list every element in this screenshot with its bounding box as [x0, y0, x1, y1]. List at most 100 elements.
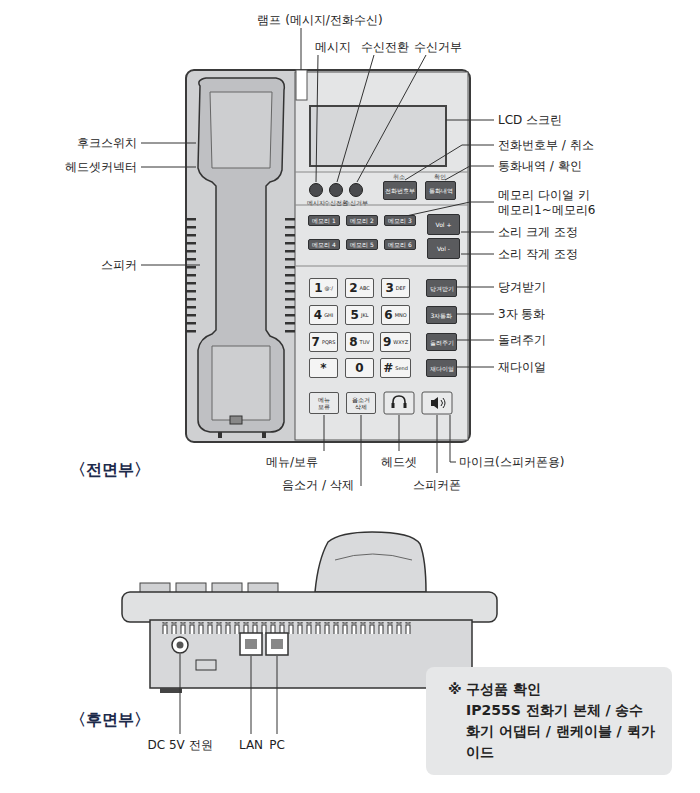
callout-label: 메모리1~메모리6 [498, 203, 595, 217]
keypad-key: 8TUV [345, 332, 374, 352]
phone-button: 돌려주기 [426, 333, 457, 351]
button-text: 메모리 4 [312, 241, 336, 248]
button-text: 음소거 [352, 396, 370, 403]
callout-label: 통화내역 / 확인 [498, 159, 582, 173]
phone-button: 통화내역 [425, 181, 456, 200]
button-text: 삭제 [355, 403, 367, 410]
callout-label: 확인 [434, 173, 446, 180]
callout-label: 돌려주기 [498, 333, 546, 347]
keypad-key: 1@:/ [309, 278, 338, 298]
callout-label: PC [269, 738, 285, 752]
button-text: 1 [314, 281, 322, 295]
callout-label: DC 5V 전원 [147, 738, 212, 752]
phone-button: 메모리 2 [346, 215, 378, 226]
button-text: 메모리 3 [388, 217, 412, 224]
button-text: 보류 [318, 403, 330, 410]
callout-label: LCD 스크린 [498, 113, 562, 127]
callout-label: 마이크(스피커폰용) [459, 455, 564, 469]
callout-label: 메모리 다이얼 키 [498, 188, 590, 202]
button-text: Vol + [436, 221, 452, 228]
view-heading: 〈후면부〉 [70, 710, 150, 730]
phone-button: 재다이얼 [426, 359, 457, 377]
contents-box: ※ 구성품 확인IP255S 전화기 본체 / 송수화기 어댑터 / 랜케이블 … [426, 667, 672, 775]
button-text: 9 [383, 335, 391, 349]
button-text: 0 [355, 361, 363, 375]
callout-label: 소리 크게 조정 [498, 225, 578, 239]
keypad-key: 6MNO [381, 305, 410, 325]
keypad-key: 9WXYZ [380, 332, 411, 352]
phone-button: Vol - [427, 238, 460, 259]
callout-label: 수신전환 [361, 40, 409, 54]
button-text: Send [395, 365, 408, 371]
button-text: 메모리 2 [350, 217, 374, 224]
callout-label: 헤드셋 [381, 455, 417, 469]
button-text: 2 [349, 281, 357, 295]
callout-label: 헤드셋커넥터 [65, 160, 137, 174]
callout-label: 램프 (메시지/전화수신) [257, 13, 382, 27]
button-text: 3자통화 [431, 312, 453, 319]
keypad-key: #Send [380, 358, 411, 378]
button-text: 전화번호부 [385, 187, 415, 194]
callout-label: LAN [239, 738, 263, 752]
button-text: 3 [385, 281, 393, 295]
callout-label: 수신거부 [344, 199, 368, 206]
callout-label: 수신거부 [414, 40, 462, 54]
callout-label: 후크스위치 [77, 136, 137, 150]
button-text: GHI [324, 312, 333, 318]
button-text: 메뉴 [318, 396, 330, 403]
button-text: 당겨받기 [430, 285, 454, 292]
callout-label: 스피커폰 [413, 478, 461, 492]
phone-button: 메모리 5 [346, 239, 378, 250]
button-text: 메모리 6 [388, 241, 412, 248]
keypad-key: 3DEF [381, 278, 410, 298]
button-text: 통화내역 [429, 187, 453, 194]
button-text: MNO [395, 312, 407, 318]
callout-label: 당겨받기 [498, 280, 546, 294]
keypad-key: 7PQRS [309, 332, 339, 352]
button-text: 6 [384, 308, 392, 322]
callout-label: 소리 작게 조정 [498, 247, 578, 261]
phone-button: Vol + [427, 214, 460, 235]
callout-label: 메시지 [315, 40, 351, 54]
button-text: 8 [349, 335, 357, 349]
keypad-key: 0 [345, 358, 374, 378]
callout-label: 전화번호부 / 취소 [498, 138, 594, 152]
button-text: Vol - [437, 245, 450, 252]
phone-button: 3자통화 [426, 306, 457, 324]
callout-label: 음소거 / 삭제 [282, 478, 354, 492]
button-text: PQRS [322, 339, 336, 345]
button-text: 7 [312, 335, 320, 349]
button-text: ABC [360, 285, 370, 291]
callout-label: 3자 통화 [498, 307, 545, 321]
callout-label: 취소 [393, 173, 405, 180]
button-text: 돌려주기 [430, 339, 454, 346]
button-text: JKL [361, 312, 369, 318]
view-heading: 〈전면부〉 [70, 460, 150, 480]
button-text: IP255S 전화기 본체 / 송수화기 어댑터 / 랜케이블 / 퀵가이드 [448, 700, 656, 763]
phone-button: 메모리 4 [308, 239, 340, 250]
button-text: 재다이얼 [430, 365, 454, 372]
button-text: WXYZ [393, 339, 408, 345]
phone-button: 당겨받기 [426, 279, 457, 297]
button-text: DEF [396, 285, 406, 291]
callout-label: 스피커 [101, 258, 137, 272]
callout-label: 메시지 [307, 199, 325, 206]
phone-button: 전화번호부 [383, 181, 417, 200]
keypad-key: 4GHI [309, 305, 338, 325]
callout-label: 재다이얼 [498, 360, 546, 374]
phone-button: 메모리 3 [384, 215, 416, 226]
button-text: 메모리 1 [312, 217, 336, 224]
phone-button: 메모리 6 [384, 239, 416, 250]
button-text: 4 [314, 308, 322, 322]
button-text: TUV [360, 339, 370, 345]
keypad-key: 2ABC [345, 278, 374, 298]
phone-button: 음소거삭제 [346, 392, 376, 414]
button-text: # [383, 361, 393, 375]
button-text: * [320, 361, 326, 375]
button-text: 메모리 5 [350, 241, 374, 248]
button-text: ※ 구성품 확인 [448, 679, 541, 700]
keypad-key: 5JKL [345, 305, 374, 325]
keypad-key: * [309, 358, 338, 378]
phone-button: 메모리 1 [308, 215, 340, 226]
